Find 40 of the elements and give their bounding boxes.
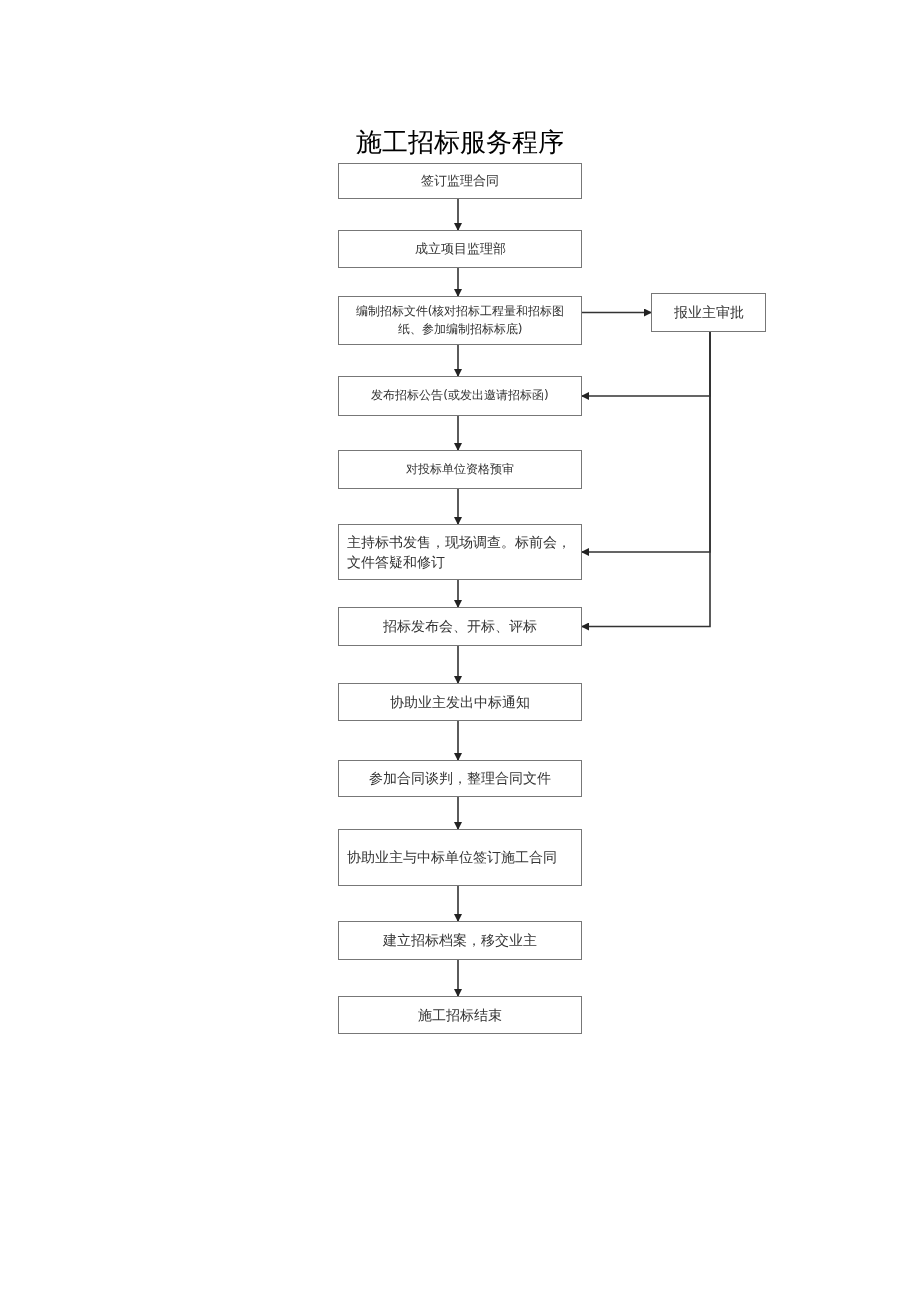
arrow bbox=[454, 579, 462, 608]
box-label: 报业主审批 bbox=[673, 303, 744, 323]
process-box bbox=[338, 829, 582, 886]
box-label: 签订监理合同 bbox=[421, 171, 499, 190]
box-label: 施工招标结束 bbox=[418, 1005, 502, 1025]
process-box bbox=[338, 921, 582, 960]
process-box bbox=[338, 376, 582, 416]
arrow bbox=[454, 796, 462, 830]
arrow bbox=[454, 344, 462, 377]
box-label: 协助业主发出中标通知 bbox=[390, 692, 530, 712]
process-box bbox=[338, 683, 582, 721]
arrow bbox=[454, 198, 462, 231]
box-label: 建立招标档案，移交业主 bbox=[383, 931, 537, 951]
process-box bbox=[338, 524, 582, 580]
box-label: 成立项目监理部 bbox=[414, 239, 506, 258]
arrow bbox=[454, 959, 462, 997]
box-label: 编制招标文件(核对招标工程量和招标图纸、参加编制招标标底) bbox=[354, 303, 566, 338]
box-label: 参加合同谈判，整理合同文件 bbox=[369, 769, 551, 789]
arrow bbox=[454, 645, 462, 684]
arrow bbox=[454, 488, 462, 525]
arrow bbox=[581, 308, 652, 317]
arrow bbox=[454, 267, 462, 297]
box-label: 对投标单位资格预审 bbox=[406, 460, 514, 478]
process-box bbox=[338, 996, 582, 1034]
process-box bbox=[338, 760, 582, 797]
arrow bbox=[454, 885, 462, 922]
box-label: 招标发布会、开标、评标 bbox=[383, 617, 537, 637]
diagram-title: 施工招标服务程序 bbox=[355, 127, 565, 159]
box-label: 发布招标公告(或发出邀请招标函) bbox=[371, 387, 549, 405]
process-box bbox=[651, 293, 766, 332]
process-box bbox=[338, 450, 582, 489]
process-box bbox=[338, 230, 582, 268]
process-box bbox=[338, 296, 582, 345]
arrow bbox=[581, 331, 711, 631]
arrow bbox=[454, 415, 462, 451]
box-label: 主持标书发售，现场调查。标前会，文件答疑和修订 bbox=[347, 532, 572, 572]
process-box bbox=[338, 163, 582, 199]
arrow bbox=[454, 720, 462, 761]
box-label: 协助业主与中标单位签订施工合同 bbox=[347, 848, 557, 868]
process-box bbox=[338, 607, 582, 646]
